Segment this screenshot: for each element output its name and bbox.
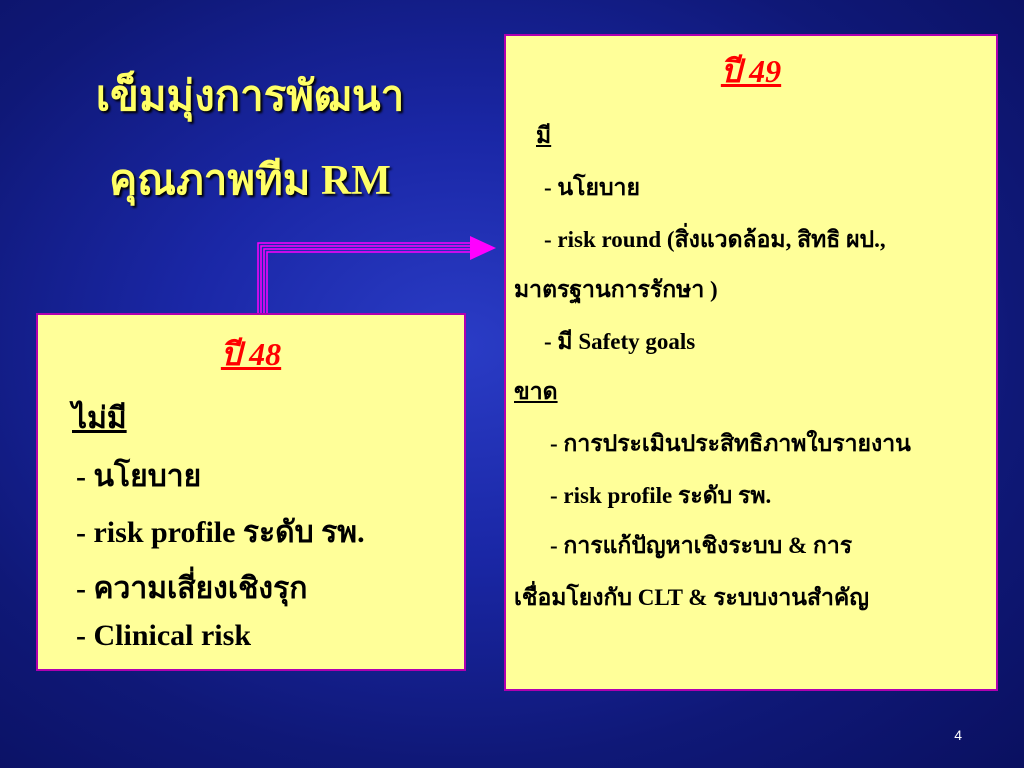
year-48-item-1: - นโยบาย	[76, 460, 202, 493]
year-48-heading: ปี 48	[220, 336, 282, 372]
slide-title-line-1: เข็มมุ่งการพัฒนา	[95, 74, 405, 120]
year-48-item-4: - Clinical risk	[76, 619, 252, 652]
year-49-has-item-3: - มี Safety goals	[544, 329, 696, 354]
year-49-lack-item-3: - การแก้ปัญหาเชิงระบบ & การ	[550, 533, 853, 558]
year-49-lack-item-2: - risk profile ระดับ รพ.	[550, 483, 772, 508]
slide-title: เข็มมุ่งการพัฒนา คุณภาพทีม RM	[40, 55, 460, 223]
year-48-item-3: - ความเสี่ยงเชิงรุก	[76, 572, 308, 605]
slide-title-line-2: คุณภาพทีม RM	[109, 158, 391, 204]
arrow-head-icon	[470, 236, 496, 260]
year-49-heading: ปี 49	[720, 53, 782, 89]
arrow-connector-lines	[257, 242, 472, 313]
year-49-has-label: มี	[536, 123, 552, 148]
slide-number: 4	[954, 727, 962, 743]
year-49-panel: ปี 49 มี - นโยบาย - risk round (สิ่งแวดล…	[504, 34, 998, 691]
year-49-has-item-2-cont: มาตรฐานการรักษา )	[514, 277, 718, 302]
year-49-lack-item-3-cont: เชื่อมโยงกับ CLT & ระบบงานสำคัญ	[514, 585, 869, 610]
year-49-has-item-1: - นโยบาย	[544, 175, 640, 200]
year-48-panel: ปี 48 ไม่มี - นโยบาย - risk profile ระดั…	[36, 313, 466, 671]
year-48-item-2: - risk profile ระดับ รพ.	[76, 516, 365, 549]
year-49-lack-label: ขาด	[514, 379, 558, 404]
year-49-lack-item-1: - การประเมินประสิทธิภาพใบรายงาน	[550, 431, 911, 456]
year-48-status: ไม่มี	[72, 402, 127, 435]
year-49-has-item-2: - risk round (สิ่งแวดล้อม, สิทธิ ผป.,	[544, 227, 886, 252]
